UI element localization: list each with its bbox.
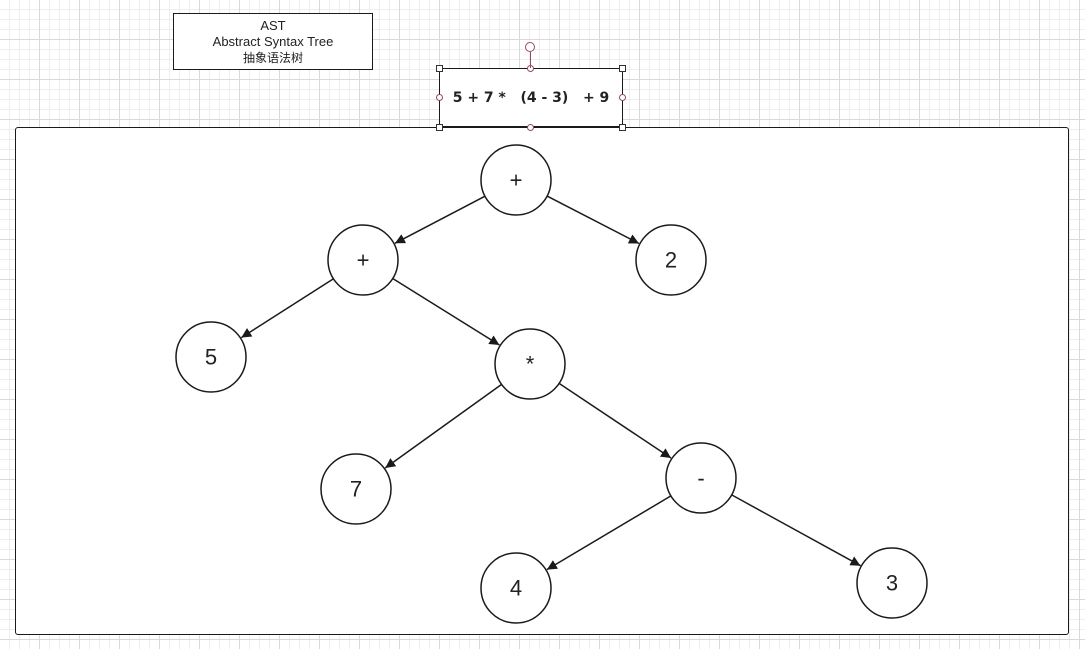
node-circle[interactable] [175,321,247,393]
connect-handle-bottom[interactable] [527,124,534,131]
edge-root-plus-to-left-plus[interactable] [394,195,486,244]
expression-box[interactable]: 5 + 7 * (4 - 3) + 9 [439,68,623,127]
title-acronym: AST [260,17,286,33]
rotate-handle[interactable] [525,42,535,52]
tree-node-left-plus[interactable]: + [327,224,399,296]
tree-node-five[interactable]: 5 [175,321,247,393]
node-label: * [526,352,535,377]
tree-node-root-plus[interactable]: + [480,144,552,216]
node-label: + [510,168,523,193]
resize-handle-top-right[interactable] [619,65,626,72]
node-circle[interactable] [665,442,737,514]
node-circle[interactable] [494,328,566,400]
tree-node-right-2[interactable]: 2 [635,224,707,296]
edge-left-plus-to-times[interactable] [392,277,500,346]
tree-node-minus[interactable]: - [665,442,737,514]
edge-times-to-seven[interactable] [384,383,503,469]
resize-handle-top-left[interactable] [436,65,443,72]
node-label: 5 [205,345,217,370]
edge-times-to-minus[interactable] [558,382,672,459]
node-circle[interactable] [320,453,392,525]
connect-handle-right[interactable] [619,94,626,101]
tree-node-seven[interactable]: 7 [320,453,392,525]
rotate-stem [530,52,531,68]
node-label: 4 [510,576,522,601]
expression-text: 5 + 7 * (4 - 3) + 9 [452,89,610,106]
edge-minus-to-three[interactable] [731,494,861,567]
title-english: Abstract Syntax Tree [212,33,334,49]
node-label: 7 [350,477,362,502]
node-circle[interactable] [480,552,552,624]
title-chinese: 抽象语法树 [242,50,303,65]
node-label: - [697,466,704,491]
edge-left-plus-to-five[interactable] [240,278,334,339]
node-label: 3 [886,571,898,596]
edge-root-plus-to-right-2[interactable] [546,195,640,245]
node-label: 2 [665,248,677,273]
resize-handle-bottom-right[interactable] [619,124,626,131]
tree-node-four[interactable]: 4 [480,552,552,624]
node-circle[interactable] [480,144,552,216]
title-box[interactable]: AST Abstract Syntax Tree 抽象语法树 [173,13,373,70]
edges [240,195,861,571]
resize-handle-bottom-left[interactable] [436,124,443,131]
nodes: + +2 5 * 7 - 4 3 [175,144,928,624]
node-circle[interactable] [327,224,399,296]
node-circle[interactable] [856,547,928,619]
tree-node-three[interactable]: 3 [856,547,928,619]
tree-node-times[interactable]: * [494,328,566,400]
edge-minus-to-four[interactable] [546,495,672,571]
connect-handle-left[interactable] [436,94,443,101]
node-circle[interactable] [635,224,707,296]
node-label: + [357,248,370,273]
